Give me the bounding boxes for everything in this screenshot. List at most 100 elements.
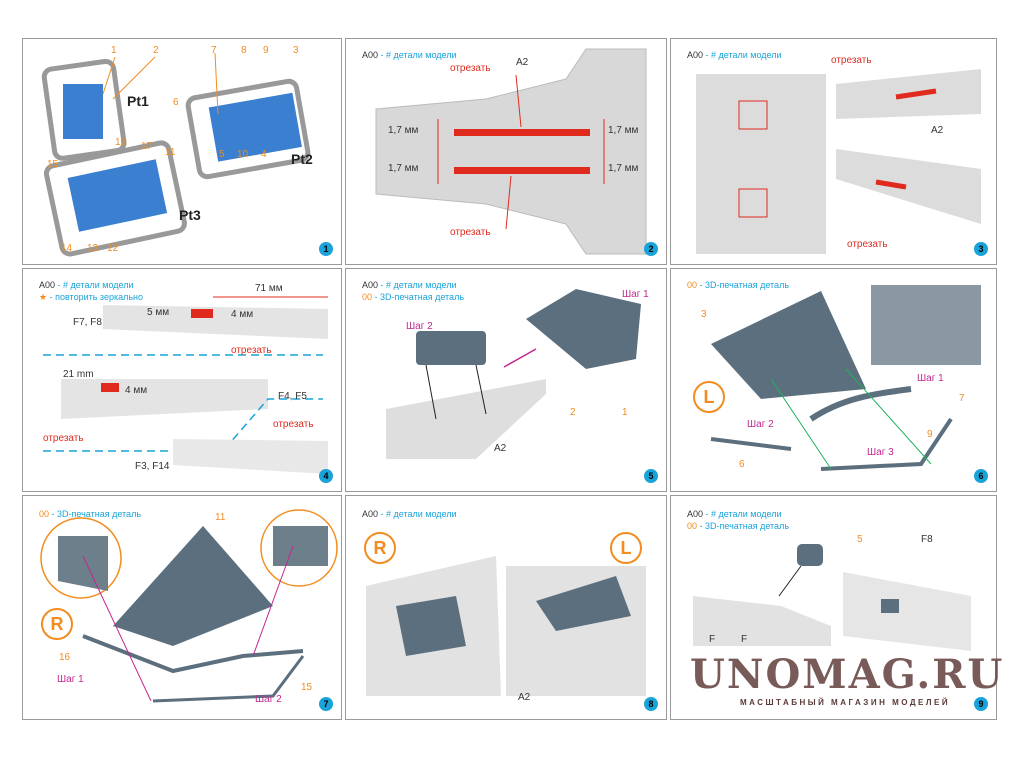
dimension-label: 21 mm [63,369,94,380]
part-number: 3 [701,309,707,320]
part-label: F7, F8 [73,317,102,328]
legend-model-parts: - # детали модели [57,280,134,290]
step-panel-4: A00 - # детали модели ★ - повторить зерка… [22,268,342,492]
step-number-badge: 5 [644,469,658,483]
frame-label-pt3: Pt3 [179,207,201,223]
legend-printed-code: 00 [687,280,698,290]
legend-model-parts: - # детали модели [380,509,457,519]
legend: A00 - # детали модели ★ - повторить зерка… [39,279,143,303]
step-number-badge: 3 [974,242,988,256]
step-label: Шаг 2 [747,419,774,430]
legend-code: A00 [39,280,56,290]
legend-printed-parts: - 3D-печатная деталь [374,292,465,302]
legend: A00 - # детали модели [362,49,457,61]
legend-code: A00 [687,50,704,60]
part-label: F [709,634,716,645]
dimension-label: 1,7 мм [388,125,419,136]
cut-label: отрезать [273,419,314,430]
part-number: 3 [293,45,299,56]
part-label: F [741,634,748,645]
cut-label: отрезать [847,239,888,250]
step-panel-8: A00 - # детали модели R L A2 8 [345,495,667,720]
legend-printed-parts: - 3D-печатная деталь [699,521,790,531]
intake-cut-illustration [696,69,981,254]
cut-label: отрезать [831,55,872,66]
part-number: 5 [857,534,863,545]
installation-illustration [366,556,646,696]
legend-printed-code: 00 [362,292,373,302]
intake-box-illustration [386,289,641,459]
intake-box-left-illustration [710,285,981,471]
frame-label-pt2: Pt2 [291,151,313,167]
step-panel-1: 1 2 7 8 9 3 6 5 10 4 16 17 11 15 14 13 1… [22,38,342,265]
legend-code: A00 [362,280,379,290]
legend: 00 - 3D-печатная деталь [687,279,789,291]
legend-printed-parts: - 3D-печатная деталь [699,280,790,290]
step-number-badge: 4 [319,469,333,483]
legend-mirror: - повторить зеркально [49,292,144,302]
legend-model-parts: - # детали модели [705,509,782,519]
final-assembly-illustration [693,544,971,651]
left-side-marker: L [610,532,642,564]
dimension-label: 1,7 мм [608,125,639,136]
legend-code: A00 [362,50,379,60]
part-label-a2: A2 [931,125,944,136]
part-label-f8: F8 [921,534,933,545]
step-label: Шаг 2 [406,321,433,332]
dimension-label: 4 мм [125,385,148,396]
part-label-a2: A2 [494,443,507,454]
legend-model-parts: - # детали модели [705,50,782,60]
part-number: 15 [301,682,313,693]
step-label: Шаг 1 [622,289,649,300]
step-panel-2: A00 - # детали модели отрезать A2 1,7 мм… [345,38,667,265]
cut-label: отрезать [231,345,272,356]
part-label: F4, F5 [278,391,307,402]
dimension-label: 1,7 мм [388,163,419,174]
step-number-badge: 6 [974,469,988,483]
part-number: 2 [153,45,159,56]
step-number-badge: 8 [644,697,658,711]
legend: A00 - # детали модели [362,508,457,520]
part-label: F3, F14 [135,461,170,472]
cut-label: отрезать [450,227,491,238]
watermark-tagline: МАСШТАБНЫЙ МАГАЗИН МОДЕЛЕЙ [740,698,951,707]
star-icon: ★ [39,292,48,302]
dimension-label: 4 мм [231,309,254,320]
part-number: 6 [173,97,179,108]
right-side-marker: R [364,532,396,564]
part-label-a2: A2 [516,57,529,68]
part-number: 7 [211,45,217,56]
part-number: 4 [261,149,267,160]
cockpit-parts-illustration [41,52,311,257]
step-panel-3: A00 - # детали модели отрезать A2 отреза… [670,38,997,265]
part-number: 6 [739,459,745,470]
legend-code: A00 [687,509,704,519]
part-number: 15 [47,159,59,170]
step-number-badge: 9 [974,697,988,711]
step-number-badge: 7 [319,697,333,711]
dimension-label: 1,7 мм [608,163,639,174]
legend-code: A00 [362,509,379,519]
left-side-marker: L [693,381,725,413]
part-number: 5 [219,149,225,160]
part-number: 16 [115,137,127,148]
fuselage-sides-illustration [43,296,328,474]
step-panel-6: 00 - 3D-печатная деталь 3 L Шаг 1 7 Шаг … [670,268,997,492]
part-number: 11 [165,147,176,158]
part-number: 14 [61,243,73,254]
cut-label: отрезать [450,63,491,74]
part-number: 9 [927,429,933,440]
fuselage-cut-illustration [375,48,647,255]
dimension-label: 71 мм [255,283,283,294]
frame-label-pt1: Pt1 [127,93,149,109]
part-number: 11 [215,512,226,523]
part-number: 13 [87,243,99,254]
part-number: 1 [111,45,117,56]
part-number: 9 [263,45,269,56]
step-number-badge: 1 [319,242,333,256]
watermark-brand: UNOMAG.RU [690,651,1005,698]
legend-printed-code: 00 [39,509,50,519]
part-label-a2: A2 [518,692,531,703]
